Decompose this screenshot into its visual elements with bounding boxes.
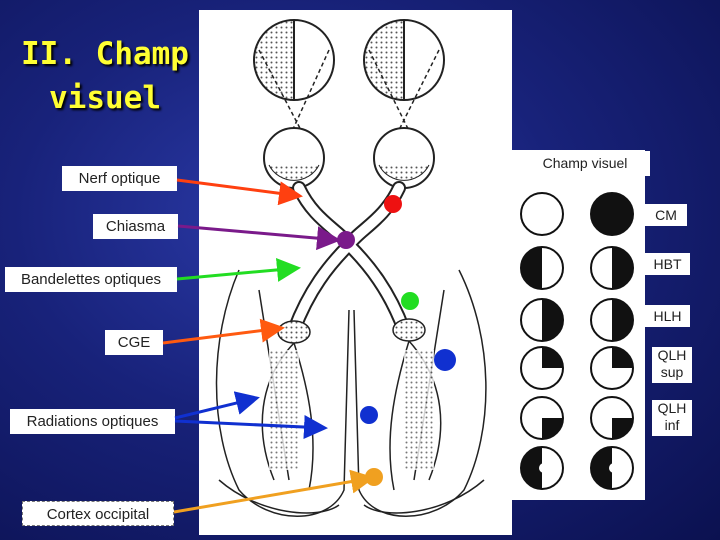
left-visual-field [253,18,335,102]
label-cge: CGE [105,330,163,355]
arrow-nerf-optique [176,178,303,206]
arrow-cortex [173,469,375,514]
arrow-chiasma [177,224,341,251]
label-bandelettes-optiques: Bandelettes optiques [5,267,177,292]
cm-left-field [520,192,564,236]
visual-pathway-diagram [199,10,512,535]
label-cortex-occipital: Cortex occipital [22,501,174,526]
lesion-marker-chiasma [337,231,355,249]
slide-title: II. Champ visuel [21,36,189,116]
qlh-sup-right-field [590,346,634,390]
row-label-cm: CM [645,204,687,226]
arrow-bandelettes [176,257,301,282]
label-radiations-optiques: Radiations optiques [10,409,175,434]
hlh-left-field [520,298,564,342]
visual-field-drawings [520,192,634,490]
cortex-left-field [520,446,564,490]
lesion-marker-radiation-lower [360,406,378,424]
row-label-hbt: HBT [645,253,690,275]
arrow-cge [162,318,285,345]
label-chiasma: Chiasma [93,214,178,239]
row-label-qlh-inf: QLH inf [652,400,692,436]
qlh-inf-left-field [520,396,564,440]
cortex-right-field [590,446,634,490]
hlh-right-field [590,298,634,342]
lesion-marker-radiation-upper [434,349,456,371]
label-nerf-optique: Nerf optique [62,166,177,191]
arrow-radiations-upper [174,391,260,420]
hbt-right-field [590,246,634,290]
lesion-marker-nerf-optique [384,195,402,213]
right-visual-field [363,18,445,102]
row-label-hlh: HLH [645,305,690,327]
arrow-radiations-lower [174,415,328,440]
row-label-qlh-sup: QLH sup [652,347,692,383]
visual-pathway-drawing [215,18,487,517]
champ-visuel-heading: Champ visuel [520,151,650,176]
qlh-sup-left-field [520,346,564,390]
lesion-marker-bandelette [401,292,419,310]
cm-right-field [590,192,634,236]
hbt-left-field [520,246,564,290]
qlh-inf-right-field [590,396,634,440]
visual-field-panel [512,150,645,500]
